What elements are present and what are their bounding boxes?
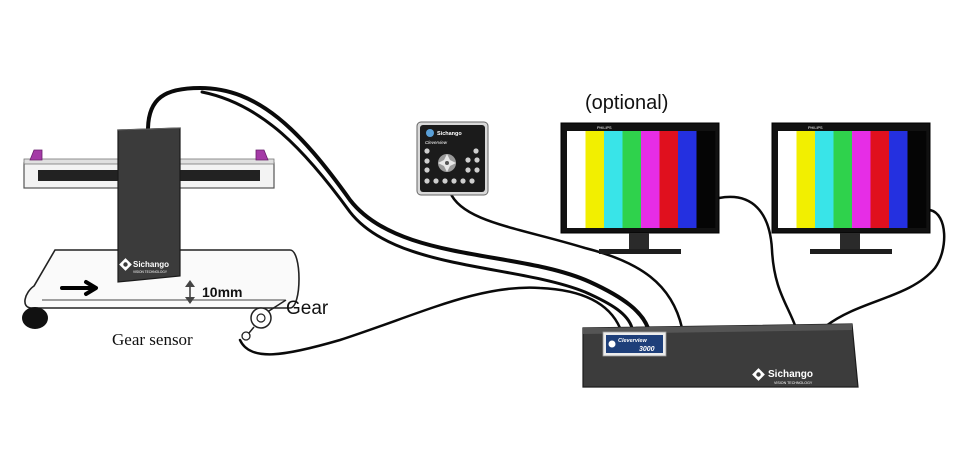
color-bar: [659, 131, 679, 228]
controller-plate-name: Cleverview: [618, 338, 647, 344]
conveyor-roller: [22, 307, 48, 329]
controller-box: Cleverview 3000 Sichango VISION TECHNOLO…: [582, 323, 859, 388]
monitor-2-brand: PHILIPS: [808, 126, 823, 130]
gear-label: Gear: [286, 298, 329, 319]
gear-sensor-to-controller-cable: [238, 286, 622, 356]
monitor2-to-controller-cable: [824, 208, 946, 328]
keypad-to-controller-cable: [448, 190, 684, 330]
camera-tagline: VISION TECHNOLOGY: [133, 270, 168, 274]
distance-marker: 10mm: [185, 280, 242, 304]
color-bar: [778, 131, 797, 228]
color-bar: [870, 131, 890, 228]
color-bar: [907, 131, 927, 228]
camera-to-controller-cable-2: [200, 90, 634, 330]
rail-end-stop-left: [29, 149, 43, 161]
color-bar: [604, 131, 623, 228]
optional-label: (optional): [585, 92, 668, 114]
controller-plate-logo-icon: [608, 340, 616, 348]
controller-label-plate: Cleverview 3000: [602, 331, 667, 357]
color-bar: [833, 131, 853, 228]
keypad-model: Cleverview: [425, 140, 448, 145]
keypad-brand: Sichango: [437, 131, 462, 137]
conveyor-belt: [22, 249, 300, 329]
keypad-buttons: [424, 148, 480, 184]
camera-to-controller-cable: [146, 85, 650, 330]
color-bar: [585, 131, 605, 228]
color-bar: [678, 131, 697, 228]
color-bar: [622, 131, 642, 228]
color-bar: [641, 131, 660, 228]
color-bar: [852, 131, 871, 228]
color-bar: [567, 131, 586, 228]
controller-tagline: VISION TECHNOLOGY: [774, 381, 813, 385]
dpad-icon: [438, 154, 456, 172]
gear: [250, 307, 272, 329]
direction-arrow: [60, 280, 98, 296]
monitor-1: PHILIPS: [560, 122, 720, 254]
camera-brand: Sichango: [133, 260, 169, 269]
controller-brand: Sichango: [768, 369, 813, 380]
gear-sensor: [241, 326, 255, 341]
cables: [146, 85, 946, 356]
control-keypad: Sichango Cleverview: [416, 121, 489, 196]
keypad-logo-icon: [426, 129, 434, 137]
rail-end-stop-right: [255, 149, 269, 161]
monitor-1-brand: PHILIPS: [597, 126, 612, 130]
monitor-2-color-bars: [778, 131, 927, 228]
color-bar: [889, 131, 908, 228]
distance-label: 10mm: [202, 284, 242, 300]
monitor-1-color-bars: [567, 131, 716, 228]
gear-sensor-label: Gear sensor: [112, 330, 193, 349]
camera-logo-icon: [119, 258, 132, 271]
color-bar: [696, 131, 716, 228]
monitor-2: PHILIPS: [771, 122, 931, 254]
monitor1-to-controller-cable: [717, 195, 798, 330]
camera-unit: Sichango VISION TECHNOLOGY: [117, 127, 181, 283]
color-bar: [815, 131, 834, 228]
controller-plate-model: 3000: [639, 346, 655, 353]
color-bar: [796, 131, 816, 228]
